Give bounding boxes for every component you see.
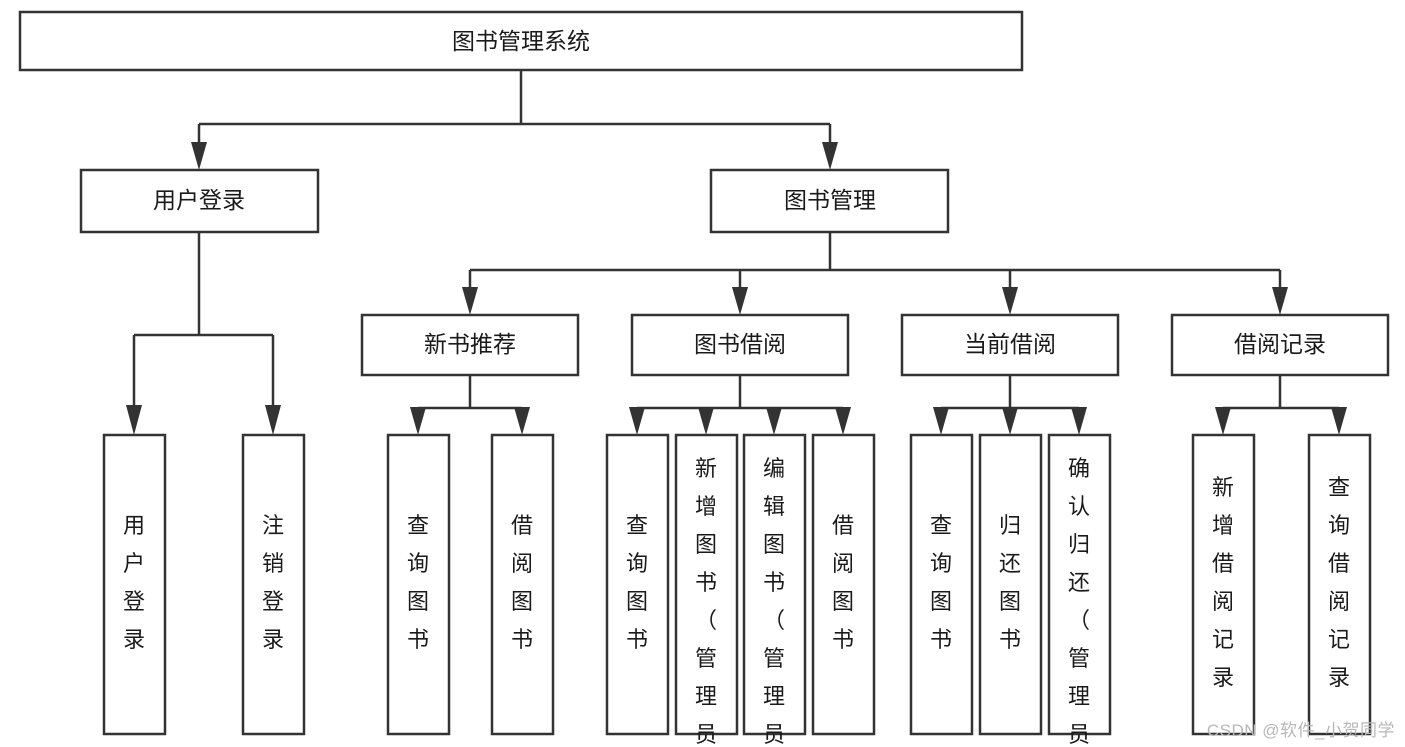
node-leaf-query-book-1-box[interactable] (386, 433, 451, 736)
node-current-borrow[interactable]: 当前借阅 (900, 313, 1120, 377)
arrowhead-leaf-query-record (1331, 407, 1347, 435)
node-user-login-box[interactable] (79, 168, 320, 234)
node-borrow-record-box[interactable] (1170, 313, 1390, 377)
edge-group-user-login-to-leaves (126, 232, 281, 435)
node-leaf-query-book-2-label: 查询图书 (626, 513, 648, 652)
node-leaf-user-login[interactable]: 用户登录 (102, 433, 167, 736)
node-leaf-confirm-return-label: 确认归还（管理员） (1068, 456, 1090, 747)
node-current-borrow-label: 当前借阅 (964, 331, 1056, 357)
node-leaf-edit-book-label: 编辑图书（管理员） (763, 456, 785, 747)
arrowhead-leaf-return-book (1002, 407, 1018, 435)
arrowhead-leaf-query-book-1 (410, 407, 426, 435)
arrowhead-leaf-add-book (698, 407, 714, 435)
node-leaf-logout-box[interactable] (241, 433, 306, 736)
arrowhead-leaf-query-book-2 (629, 407, 645, 435)
node-current-borrow-box[interactable] (900, 313, 1120, 377)
node-leaf-borrow-book-2-box[interactable] (811, 433, 876, 736)
node-new-book-recommend-box[interactable] (360, 313, 580, 377)
node-leaf-user-login-label: 用户登录 (123, 513, 145, 652)
node-leaf-query-book-3-box[interactable] (909, 433, 974, 736)
node-leaf-confirm-return[interactable]: 确认归还（管理员） (1047, 433, 1112, 747)
node-new-book-recommend[interactable]: 新书推荐 (360, 313, 580, 377)
node-root-label: 图书管理系统 (452, 28, 590, 54)
node-leaf-edit-book[interactable]: 编辑图书（管理员） (742, 433, 807, 747)
node-new-book-recommend-label: 新书推荐 (424, 331, 516, 357)
node-leaf-add-book[interactable]: 新增图书（管理员） (674, 433, 739, 747)
node-user-login-label: 用户登录 (153, 187, 245, 213)
arrowhead-leaf-query-book-3 (933, 407, 949, 435)
node-leaf-query-record[interactable]: 查询借阅记录 (1307, 433, 1372, 736)
edge-group-current-borrow-to-leaves (933, 375, 1087, 435)
arrowhead-book-borrow (732, 287, 748, 315)
node-leaf-query-book-2-box[interactable] (605, 433, 670, 736)
node-leaf-add-record-box[interactable] (1191, 433, 1256, 736)
edge-group-book-manage-to-level3 (462, 232, 1288, 315)
node-leaf-borrow-book-2-label: 借阅图书 (832, 513, 854, 652)
node-leaf-query-book-3-label: 查询图书 (930, 513, 952, 652)
node-leaf-query-book-1-label: 查询图书 (407, 513, 429, 652)
node-leaf-edit-book-box[interactable] (742, 433, 807, 736)
node-leaf-borrow-book-1-box[interactable] (490, 433, 555, 736)
node-leaf-return-book-label: 归还图书 (999, 513, 1021, 652)
node-leaf-return-book-box[interactable] (978, 433, 1043, 736)
arrowhead-new-book-recommend (462, 287, 478, 315)
arrowhead-leaf-confirm-return (1071, 407, 1087, 435)
node-book-borrow-box[interactable] (630, 313, 850, 377)
node-leaf-borrow-book-1[interactable]: 借阅图书 (490, 433, 555, 736)
node-leaf-add-book-box[interactable] (674, 433, 739, 736)
node-book-borrow-label: 图书借阅 (694, 331, 786, 357)
node-book-manage[interactable]: 图书管理 (709, 168, 950, 234)
node-leaf-add-record-label: 新增借阅记录 (1212, 475, 1234, 690)
node-user-login[interactable]: 用户登录 (79, 168, 320, 234)
node-leaf-borrow-book-1-label: 借阅图书 (511, 513, 533, 652)
node-book-manage-label: 图书管理 (784, 187, 876, 213)
edge-group-borrow-record-to-leaves (1215, 375, 1347, 435)
node-leaf-query-book-3[interactable]: 查询图书 (909, 433, 974, 736)
node-borrow-record-label: 借阅记录 (1234, 331, 1326, 357)
arrowhead-borrow-record (1272, 287, 1288, 315)
arrowhead-leaf-add-record (1215, 407, 1231, 435)
node-book-borrow[interactable]: 图书借阅 (630, 313, 850, 377)
edge-group-root-to-level2 (191, 70, 838, 170)
node-leaf-add-record[interactable]: 新增借阅记录 (1191, 433, 1256, 736)
node-leaf-confirm-return-box[interactable] (1047, 433, 1112, 736)
node-leaf-query-book-2[interactable]: 查询图书 (605, 433, 670, 736)
node-leaf-query-record-box[interactable] (1307, 433, 1372, 736)
edge-group-new-book-to-leaves (410, 375, 530, 435)
arrowhead-leaf-edit-book (766, 407, 782, 435)
node-leaf-add-book-label: 新增图书（管理员） (695, 456, 717, 747)
arrowhead-leaf-user-login (126, 405, 142, 435)
node-root-box[interactable] (18, 10, 1024, 72)
node-leaf-return-book[interactable]: 归还图书 (978, 433, 1043, 736)
node-leaf-borrow-book-2[interactable]: 借阅图书 (811, 433, 876, 736)
arrowhead-leaf-borrow-book-2 (835, 407, 851, 435)
node-leaf-query-book-1[interactable]: 查询图书 (386, 433, 451, 736)
node-leaf-logout-label: 注销登录 (262, 513, 284, 652)
arrowhead-user-login (191, 142, 207, 170)
arrowhead-leaf-borrow-book-1 (514, 407, 530, 435)
node-book-manage-box[interactable] (709, 168, 950, 234)
node-root[interactable]: 图书管理系统 (18, 10, 1024, 72)
arrowhead-leaf-logout (265, 405, 281, 435)
arrowhead-book-manage (822, 142, 838, 170)
node-borrow-record[interactable]: 借阅记录 (1170, 313, 1390, 377)
node-leaf-query-record-label: 查询借阅记录 (1328, 475, 1350, 690)
arrowhead-current-borrow (1002, 287, 1018, 315)
node-leaf-logout[interactable]: 注销登录 (241, 433, 306, 736)
edge-group-book-borrow-to-leaves (629, 375, 851, 435)
node-leaf-user-login-box[interactable] (102, 433, 167, 736)
